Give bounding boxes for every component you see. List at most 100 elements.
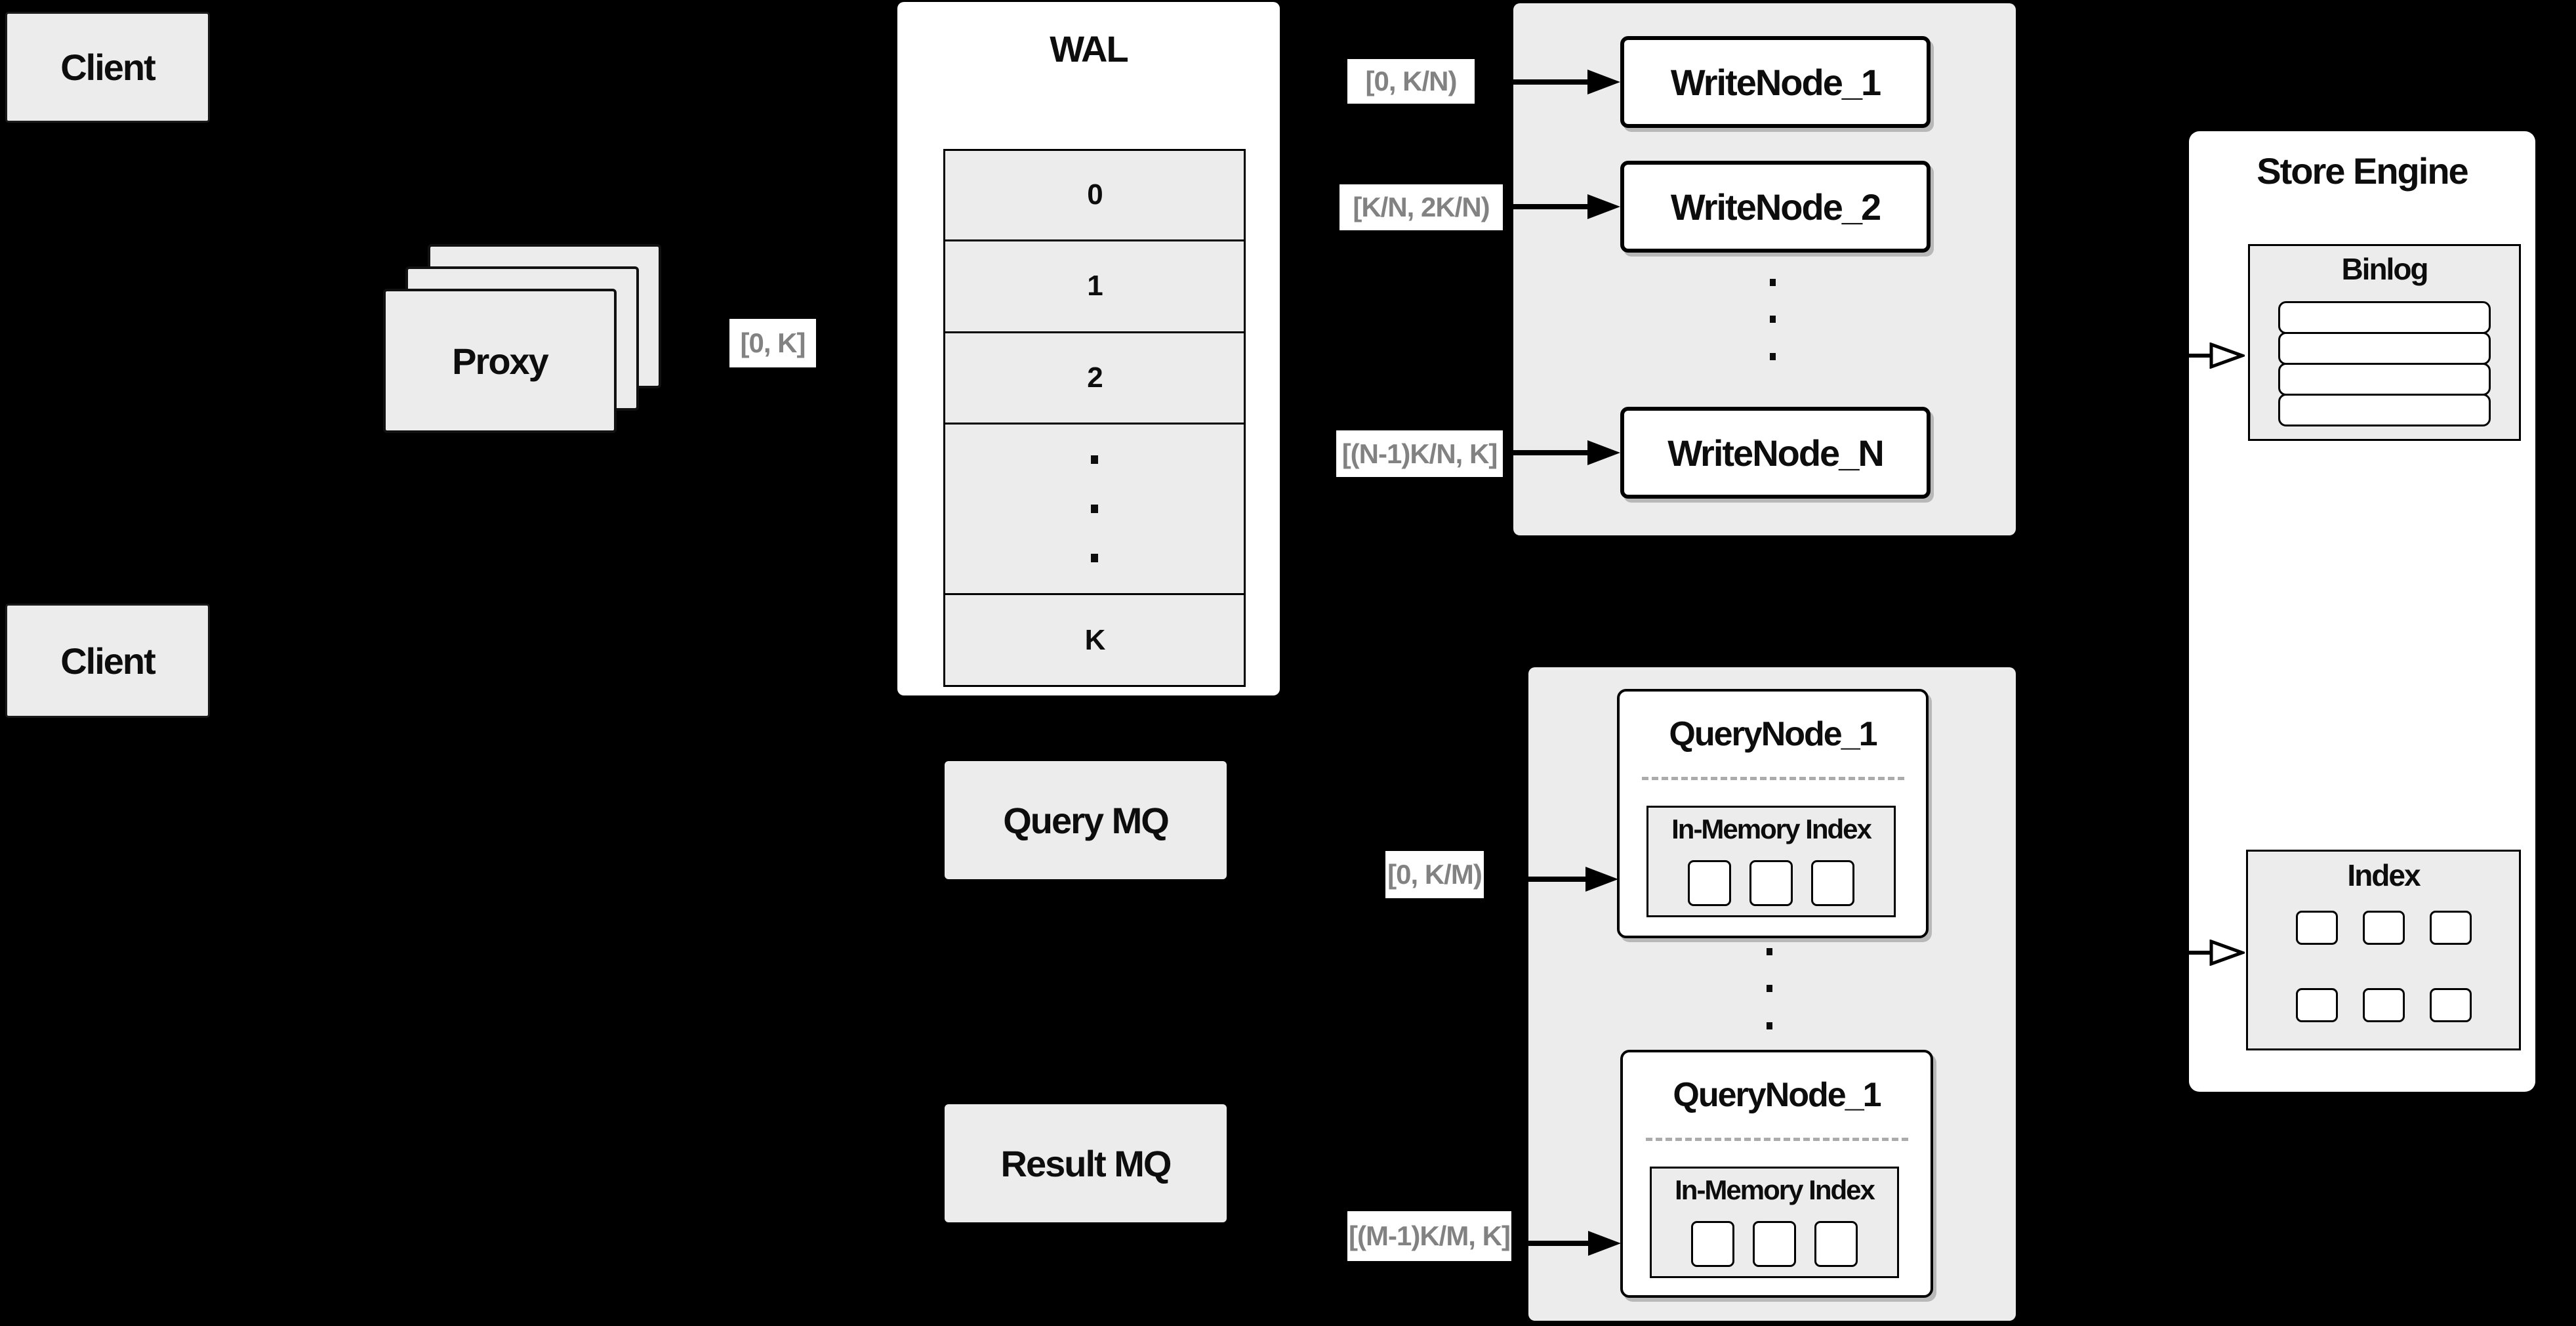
client-bottom-label: Client [60,640,156,682]
arrow-to-writenode-2 [1513,204,1591,209]
write-node-1: WriteNode_1 [1620,36,1931,128]
vertical-ellipsis-dot [1091,553,1098,562]
hollow-arrowhead-binlog [2209,342,2245,369]
wal-ellipsis-row [945,422,1244,594]
in-memory-index-label-1: In-Memory Index [1671,814,1872,844]
in-memory-index-box-2: In-Memory Index [1650,1167,1899,1278]
arrowhead-to-writenode-2 [1587,194,1620,219]
memory-chunk [1753,1221,1796,1267]
binlog-title-wrap: Binlog [2250,246,2519,292]
arrow-to-querynode-2 [1528,1241,1591,1246]
vertical-ellipsis-dot [1770,316,1776,323]
query-node-2-label: QueryNode_1 [1673,1076,1881,1114]
vertical-ellipsis-dot [1770,279,1776,286]
query-cluster-panel: QueryNode_1 In-Memory Index QueryNode_1 [1528,667,2016,1321]
in-memory-index-box-1: In-Memory Index [1646,806,1896,917]
query-mq-box: Query MQ [945,761,1227,879]
index-chunk-row [2248,911,2519,945]
wal-slot-table: 0 1 2 K [943,149,1246,687]
binlog-box: Binlog [2248,244,2521,441]
store-engine-title-wrap: Store Engine [2189,144,2535,197]
memory-chunk [1814,1221,1858,1267]
query-node-1-title-wrap: QueryNode_1 [1620,692,1926,777]
vertical-ellipsis-dot [1091,504,1098,513]
write-node-2-label: WriteNode_2 [1670,186,1881,228]
binlog-segments [2278,301,2491,426]
arrow-to-binlog [2189,354,2214,358]
query-node-1: QueryNode_1 In-Memory Index [1617,689,1929,938]
proxy-range-label: [0, K] [729,319,816,367]
client-node-bottom: Client [5,604,210,718]
wal-title: WAL [1050,28,1128,70]
query-range-label-2: [(M-1)K/M, K] [1347,1211,1511,1261]
arrow-to-index [2189,951,2214,955]
query-mq-label: Query MQ [1003,799,1170,841]
index-chunk [2429,911,2472,945]
query-node-2-separator [1645,1138,1908,1141]
result-mq-box: Result MQ [945,1104,1227,1222]
in-memory-index-title-wrap: In-Memory Index [1648,808,1894,851]
wal-slot-row: K [945,593,1244,686]
arrow-to-writenode-n [1513,450,1591,455]
vertical-ellipsis-dot [1091,455,1098,464]
arrow-to-writenode-1 [1513,79,1591,85]
arrowhead-to-querynode-2 [1588,1231,1621,1256]
proxy-card-front: Proxy [383,289,617,433]
client-node-top: Client [5,12,210,123]
query-node-2: QueryNode_1 In-Memory Index [1620,1050,1933,1298]
wal-title-wrap: WAL [897,26,1280,72]
query-range-label-1: [0, K/M) [1385,851,1484,898]
vertical-ellipsis-dot [1770,353,1776,360]
write-range-label-1: [0, K/N) [1347,59,1475,104]
hollow-arrowhead-index [2209,940,2245,966]
wal-slot-row: 2 [945,331,1244,423]
index-chunk [2295,911,2338,945]
wal-slot-1: 1 [1087,270,1103,302]
wal-slot-row: 0 [945,151,1244,239]
store-engine-title: Store Engine [2257,150,2468,192]
write-range-label-2: [K/N, 2K/N) [1339,184,1503,230]
wal-slot-0: 0 [1087,178,1103,211]
proxy-stack: Proxy [383,244,661,433]
binlog-segment [2278,363,2491,396]
result-mq-label: Result MQ [1000,1142,1172,1184]
query-node-2-title-wrap: QueryNode_1 [1623,1052,1931,1138]
store-engine-box: Store Engine Binlog Index [2189,131,2535,1092]
index-chunk [2295,988,2338,1022]
vertical-ellipsis-dot [1767,985,1772,992]
wal-box: WAL 0 1 2 K [897,2,1280,695]
index-chunk [2362,988,2405,1022]
in-memory-chunks-2 [1652,1221,1897,1267]
binlog-title: Binlog [2341,252,2428,286]
wal-slot-k: K [1084,623,1106,656]
index-title: Index [2347,858,2421,892]
binlog-segment [2278,332,2491,365]
wal-slot-2: 2 [1087,361,1103,394]
arrowhead-to-querynode-1 [1585,867,1618,892]
in-memory-index-label-2: In-Memory Index [1675,1174,1875,1205]
vertical-ellipsis-dot [1767,948,1772,955]
arrowhead-to-writenode-n [1587,440,1620,465]
index-chunk [2362,911,2405,945]
index-chunk [2429,988,2472,1022]
in-memory-chunks-1 [1648,860,1894,906]
memory-chunk [1691,1221,1734,1267]
in-memory-index-title-wrap: In-Memory Index [1652,1169,1897,1212]
write-node-n-label: WriteNode_N [1667,432,1885,474]
vertical-ellipsis-dot [1767,1022,1772,1029]
index-chunk-row [2248,988,2519,1022]
query-node-1-separator [1641,777,1904,780]
proxy-label: Proxy [452,340,549,382]
index-title-wrap: Index [2248,852,2519,899]
index-box: Index [2246,850,2521,1050]
arrow-to-querynode-1 [1528,877,1589,882]
wal-slot-row: 1 [945,239,1244,331]
write-node-1-label: WriteNode_1 [1670,61,1881,103]
memory-chunk [1811,860,1854,906]
memory-chunk [1749,860,1793,906]
write-node-n: WriteNode_N [1620,407,1931,499]
write-range-label-n: [(N-1)K/N, K] [1336,430,1503,477]
write-node-2: WriteNode_2 [1620,161,1931,253]
query-node-1-label: QueryNode_1 [1669,715,1877,753]
